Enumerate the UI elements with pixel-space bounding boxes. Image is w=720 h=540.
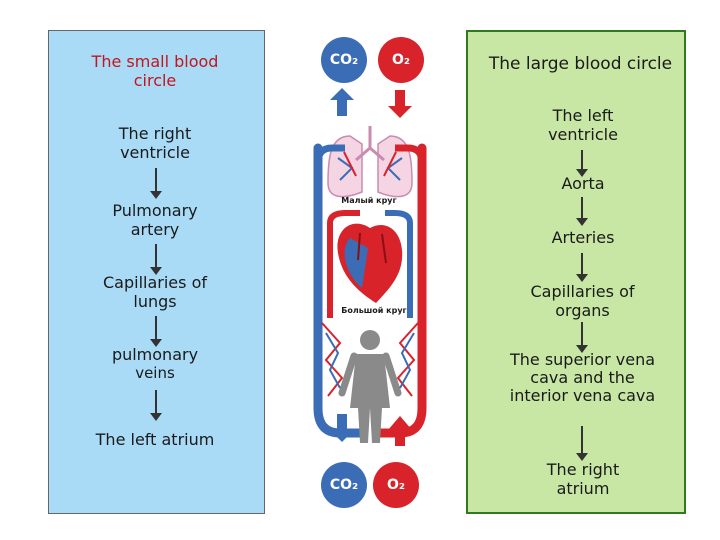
step-pulmonary-artery: Pulmonary artery [112, 201, 198, 239]
step-left-ventricle: The left ventricle [548, 106, 618, 144]
o2-top-circle: O₂ [378, 37, 424, 83]
flow-arrow [576, 322, 588, 353]
o2-down-arrow [388, 90, 412, 118]
flow-arrow [576, 426, 588, 461]
flow-arrow [150, 390, 162, 421]
step-right-atrium: The right atrium [546, 460, 620, 498]
step-left-atrium: The left atrium [95, 430, 215, 449]
flow-arrow [150, 316, 162, 347]
o2-bottom-circle: O₂ [373, 462, 419, 508]
step-vena-cava: The superior vena cava and the interior … [509, 350, 656, 405]
flow-arrow [576, 197, 588, 226]
flow-arrow [150, 244, 162, 275]
co2-down-arrow [330, 414, 354, 442]
step-veins: veins [135, 364, 175, 382]
heart-icon [337, 223, 403, 303]
o2-up-arrow [388, 416, 412, 446]
co2-top-circle: CO₂ [321, 37, 367, 83]
circulation-illustration [313, 88, 427, 446]
step-aorta: Aorta [561, 174, 605, 193]
human-body-icon [338, 330, 402, 443]
large-circle-panel [466, 30, 686, 514]
flow-arrow [576, 150, 588, 177]
co2-up-arrow [330, 88, 354, 116]
small-circle-title: The small blood circle [91, 52, 219, 90]
step-pulmonary: pulmonary [111, 345, 199, 364]
flow-arrow [150, 168, 162, 199]
step-right-ventricle: The right ventricle [118, 124, 192, 162]
step-arteries: Arteries [551, 228, 615, 247]
large-circle-title: The large blood circle [488, 54, 673, 74]
large-circle-caption: Большой круг [341, 306, 407, 315]
small-circle-caption: Малый круг [341, 196, 397, 205]
flow-arrow [576, 253, 588, 282]
step-capillaries-lungs: Capillaries of lungs [103, 273, 207, 311]
lungs-icon [327, 126, 413, 198]
co2-bottom-circle: CO₂ [321, 462, 367, 508]
step-capillaries-organs: Capillaries of organs [530, 282, 635, 320]
